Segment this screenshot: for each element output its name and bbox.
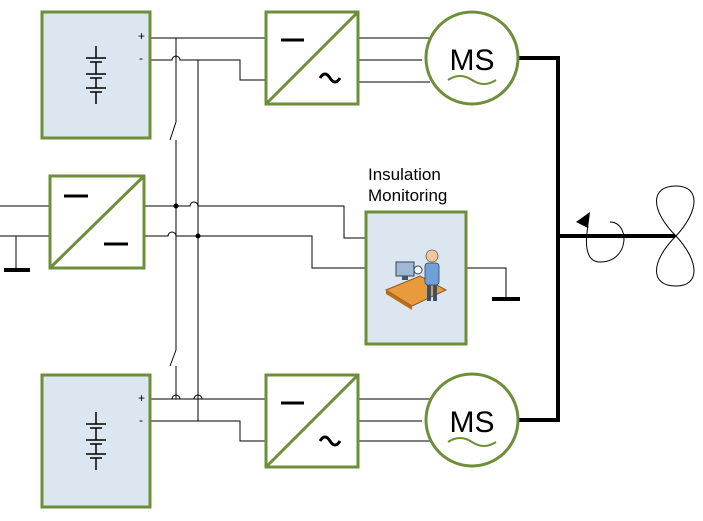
- dc-dc-converter: [48, 174, 146, 270]
- rotation-arrow: [586, 221, 625, 263]
- dc-ac-converter-icon: [281, 38, 342, 84]
- dc-ac-converter-icon: [281, 401, 342, 447]
- plus-terminal: +: [138, 391, 145, 405]
- propeller: [576, 185, 695, 287]
- synchronous-motor-icon: [447, 437, 497, 447]
- motor-top: MS: [424, 10, 520, 106]
- insulation-title-line1: Insulation: [368, 165, 441, 184]
- rotation-arrow-head: [576, 212, 590, 228]
- battery-bottom: + -: [40, 373, 152, 509]
- shaft: [518, 56, 676, 422]
- insulation-monitor-person-icon: [384, 249, 448, 310]
- insulation-monitoring: Insulation Monitoring: [364, 165, 468, 346]
- minus-terminal: -: [139, 51, 143, 65]
- insulation-title-line2: Monitoring: [368, 186, 447, 205]
- motor-label: MS: [450, 406, 495, 439]
- bus-junctions: [173, 203, 201, 239]
- battery-stack-icon: [86, 46, 106, 104]
- inverter-top: [264, 10, 360, 106]
- dc-dc-converter-icon: [64, 194, 128, 246]
- battery-top: + -: [40, 10, 152, 140]
- wiring: [0, 37, 507, 442]
- inverter-bottom: [264, 373, 360, 469]
- plus-terminal: +: [138, 29, 145, 43]
- battery-stack-icon: [86, 412, 106, 470]
- synchronous-motor-icon: [447, 75, 497, 85]
- minus-terminal: -: [139, 413, 143, 427]
- propeller-icon: [656, 185, 695, 287]
- motor-label: MS: [450, 44, 495, 77]
- motor-bottom: MS: [424, 372, 520, 468]
